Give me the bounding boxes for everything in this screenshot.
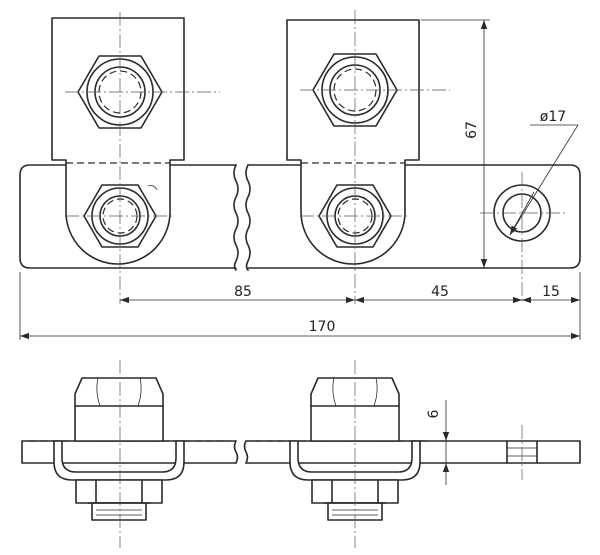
top-centerlines: [65, 10, 565, 304]
dim-15-label: 15: [542, 284, 560, 300]
dim-6-label: 6: [426, 409, 442, 418]
dim-45-label: 45: [431, 284, 449, 300]
busbar-strip: [19, 164, 581, 271]
dim-170-label: 170: [309, 319, 336, 335]
dimension-chain-bottom: 85 45 15: [120, 284, 580, 304]
clamp-right: [286, 19, 420, 265]
dim-67-label: 67: [464, 121, 480, 139]
clamp-left: [51, 17, 185, 265]
front-centerlines: [119, 360, 523, 548]
top-view: 85 45 15 170 67 ø17: [19, 10, 581, 340]
dimension-height: 67: [464, 20, 488, 268]
dim-85-label: 85: [234, 284, 252, 300]
dimension-overall: 170: [20, 319, 580, 340]
dim-hole-label: ø17: [540, 109, 566, 125]
extension-lines: [19, 19, 581, 340]
front-view: 6: [21, 360, 581, 548]
bolt-assembly-left: [53, 377, 185, 521]
dimension-hole-diameter: ø17: [509, 109, 579, 236]
strip-section: [21, 440, 581, 464]
dimension-thickness: 6: [426, 400, 450, 485]
